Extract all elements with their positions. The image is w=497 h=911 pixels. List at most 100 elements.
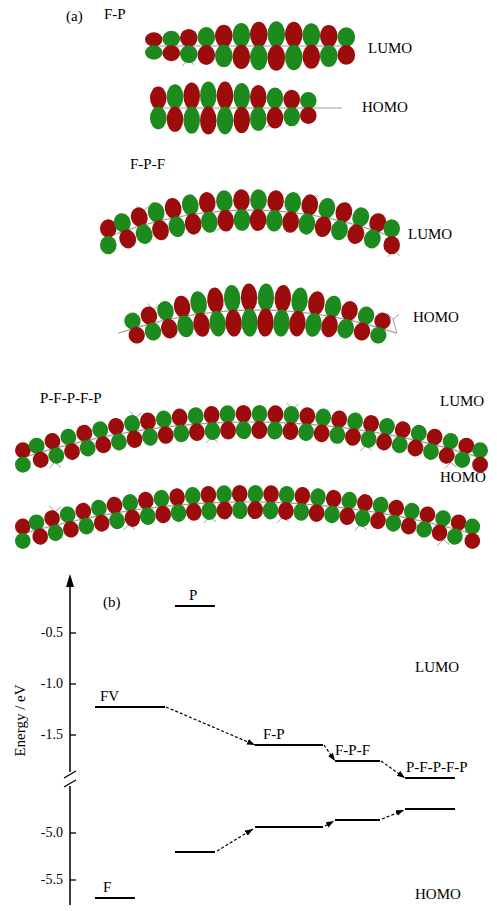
orbital-lobe [223, 284, 241, 312]
orbital-lobe [31, 450, 51, 470]
orbital-lobe [283, 107, 300, 126]
axis-break-mark [64, 780, 76, 787]
orbital-lobe [320, 314, 340, 339]
level-bar [95, 706, 165, 708]
level-label: F [95, 879, 135, 896]
orbital-lobe [183, 82, 200, 109]
orbital-lobe [110, 432, 129, 452]
energy-level: FV [95, 688, 165, 708]
orbital-lobe [133, 222, 154, 246]
level-label: FV [95, 688, 165, 705]
orbital-lobe [338, 27, 356, 47]
text-label: (a) [66, 8, 83, 25]
orbital-lobe [317, 196, 337, 220]
orbital-lobe [59, 427, 78, 447]
orbital-lobe [445, 527, 464, 547]
axis-tick [70, 734, 76, 735]
tick-label: -5.5 [41, 872, 63, 888]
orbital-lobe [247, 485, 263, 503]
orbital-lobe [387, 498, 405, 518]
axis-title: Energy / eV [12, 684, 29, 756]
orbital-lobe [176, 314, 196, 339]
orbital-lobe [74, 501, 93, 521]
orbital-lobe [421, 442, 440, 462]
text-label: LUMO [440, 393, 484, 410]
orbital-lobe [233, 189, 250, 211]
level-bar [175, 605, 215, 607]
orbital-lobe [383, 219, 400, 237]
orbital-lobe [425, 427, 444, 447]
orbital-lobe [167, 215, 187, 239]
orbital-lobe [47, 446, 67, 466]
orbital-lobe [383, 236, 400, 254]
orbital-lobe [153, 489, 170, 508]
orbital-lobe [77, 516, 96, 536]
orbital-lobe [313, 215, 333, 239]
orbital-lobe [434, 509, 453, 529]
orbital-lobe [281, 210, 300, 233]
molecule-backbone [158, 107, 341, 108]
orbital-lobe [361, 227, 383, 250]
orbital-lobe [192, 312, 212, 338]
orbital-lobe [272, 309, 290, 337]
axis-tick [70, 879, 76, 880]
orbital-lobe [338, 45, 356, 65]
orbital-lobe [216, 501, 232, 519]
orbital-lobe [356, 493, 374, 512]
orbital-lobe [285, 45, 303, 70]
orbital-lobe [201, 502, 217, 521]
level-bar [405, 777, 455, 779]
text-label: HOMO [440, 469, 486, 486]
orbital-lobe [94, 435, 113, 455]
orbital-lobe [219, 405, 235, 423]
orbital-lobe [268, 45, 286, 71]
orbital-lobe [200, 81, 217, 109]
orbital-molecule [118, 283, 399, 345]
orbital-lobe [215, 25, 233, 47]
orbital-lobe [393, 420, 412, 440]
orbital-lobe [208, 310, 227, 337]
text-label: LUMO [408, 226, 452, 243]
orbital-lobe [62, 520, 81, 540]
molecule-backbone [23, 422, 480, 458]
orbital-lobe [257, 308, 274, 336]
orbital-lobe [368, 325, 388, 346]
orbital-lobe [43, 509, 62, 529]
orbital-lobe [141, 427, 159, 447]
orbital-lobe [362, 414, 380, 434]
axis-tick [70, 632, 76, 633]
orbital-lobe [15, 533, 31, 549]
orbital-lobe [75, 423, 94, 443]
orbital-lobe [58, 505, 77, 525]
orbital-lobe [265, 209, 283, 232]
orbital-lobe [233, 107, 250, 133]
orbital-lobe [204, 422, 221, 441]
axis-arrowhead [66, 574, 74, 587]
orbital-lobe [267, 87, 284, 109]
orbital-lobe [418, 505, 437, 525]
homo-trend-arrow [325, 821, 334, 826]
orbital-lobe [406, 438, 425, 458]
orbital-lobe [139, 411, 157, 431]
orbital-lobe [220, 421, 236, 439]
orbital-lobe [251, 405, 267, 423]
orbital-lobe [117, 227, 139, 250]
orbital-lobe [146, 200, 167, 224]
orbital-lobe [390, 435, 409, 455]
orbital-lobe [200, 486, 216, 505]
orbital-lobe [290, 287, 309, 314]
tick-label: -0.5 [41, 625, 63, 641]
energy-level: P-F-P-F-P [405, 759, 468, 779]
orbital-lobe [288, 310, 307, 337]
homo-level [255, 826, 323, 828]
orbital-lobe [472, 442, 488, 458]
text-label: HOMO [413, 309, 459, 326]
orbital-lobe [354, 508, 372, 527]
orbital-lobe [200, 210, 219, 233]
orbital-lobe [163, 31, 181, 47]
orbital-lobe [217, 82, 234, 110]
orbital-lobe [285, 22, 303, 47]
orbital-lobe [183, 212, 203, 236]
orbital-lobe [452, 450, 472, 470]
orbital-lobe [215, 45, 233, 67]
